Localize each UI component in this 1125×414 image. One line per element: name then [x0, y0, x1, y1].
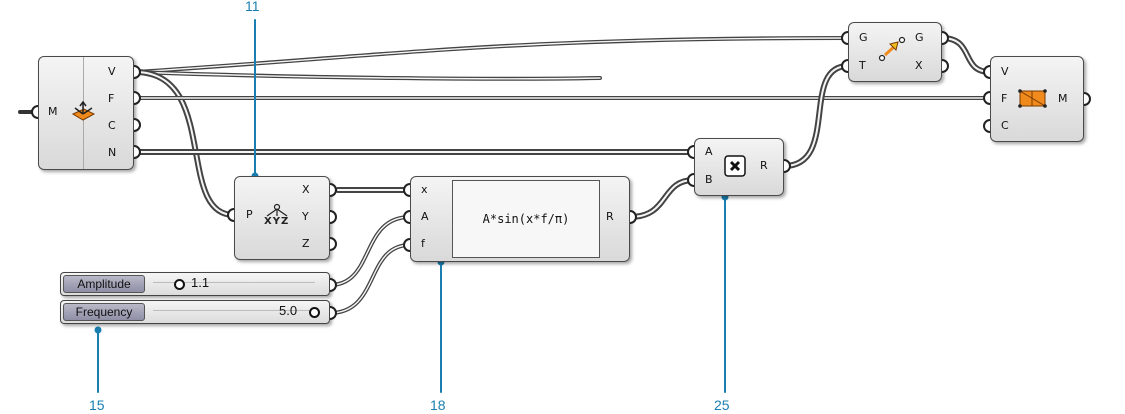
wire-frequency-to-f [328, 243, 412, 315]
deconstruct-point-input-p[interactable]: P [246, 208, 253, 221]
wire-multiply-r-to-move-t [781, 63, 851, 169]
expression-output-r[interactable]: R [606, 210, 614, 223]
expression-input-x[interactable]: x [421, 183, 428, 196]
move-icon [878, 36, 906, 62]
construct-mesh-output-m[interactable]: M [1058, 92, 1068, 105]
construct-mesh-icon [1018, 89, 1047, 108]
deconstruct-point-icon: XYZ [262, 203, 292, 229]
wire-amplitude-to-a [328, 215, 412, 287]
callout-25: 25 [714, 397, 730, 413]
deconstruct-mesh-output-n[interactable]: N [108, 146, 117, 159]
move-output-x[interactable]: X [915, 59, 923, 72]
expression-text[interactable]: A*sin(x*f/π) [452, 180, 600, 258]
frequency-slider-handle[interactable] [309, 307, 320, 318]
callout-11: 11 [245, 0, 260, 14]
deconstruct-point-output-z[interactable]: Z [302, 237, 310, 250]
construct-mesh-input-v[interactable]: V [1001, 65, 1009, 78]
deconstruct-point-output-x[interactable]: X [302, 183, 310, 196]
deconstruct-point-component[interactable] [234, 176, 330, 260]
wire-v-to-move-g [133, 36, 850, 74]
callout-15: 15 [89, 397, 105, 413]
callout-18: 18 [430, 397, 446, 413]
expression-input-a[interactable]: A [421, 210, 429, 223]
deconstruct-point-icon-text: XYZ [264, 216, 290, 227]
wire-move-g-to-construct-v [939, 35, 993, 75]
frequency-slider-track[interactable] [153, 310, 315, 311]
callout-leaders [97, 19, 726, 393]
move-output-g[interactable]: G [915, 31, 924, 44]
amplitude-slider-handle[interactable] [174, 279, 185, 290]
move-input-t[interactable]: T [859, 59, 866, 72]
frequency-slider-value: 5.0 [279, 303, 298, 318]
multiply-icon [724, 155, 746, 177]
wire-v-to-construct-v [133, 70, 602, 81]
frequency-slider[interactable]: Frequency 5.0 [60, 300, 330, 324]
deconstruct-mesh-output-f[interactable]: F [108, 92, 115, 105]
move-input-g[interactable]: G [859, 31, 868, 44]
construct-mesh-input-c[interactable]: C [1001, 119, 1009, 132]
deconstruct-mesh-output-v[interactable]: V [108, 65, 116, 78]
amplitude-slider[interactable]: Amplitude 1.1 [60, 272, 330, 296]
multiplication-input-b[interactable]: B [705, 173, 713, 186]
wire-expression-r-to-multiply-b [627, 177, 697, 220]
multiplication-output-r[interactable]: R [760, 159, 768, 172]
point-branch-icon [266, 203, 288, 217]
amplitude-slider-name: Amplitude [63, 275, 145, 293]
construct-mesh-input-f[interactable]: F [1001, 92, 1008, 105]
move-component[interactable] [848, 22, 942, 82]
wire-v-to-point-p [132, 69, 237, 218]
expression-input-f[interactable]: f [421, 237, 425, 250]
amplitude-slider-track[interactable] [153, 282, 315, 283]
frequency-slider-name: Frequency [63, 303, 145, 321]
multiplication-input-a[interactable]: A [705, 145, 713, 158]
deconstruct-mesh-input-m[interactable]: M [48, 105, 58, 118]
deconstruct-point-output-y[interactable]: Y [302, 210, 309, 223]
deconstruct-mesh-icon [71, 100, 96, 121]
amplitude-slider-value: 1.1 [191, 275, 210, 290]
deconstruct-mesh-output-c[interactable]: C [108, 119, 116, 132]
